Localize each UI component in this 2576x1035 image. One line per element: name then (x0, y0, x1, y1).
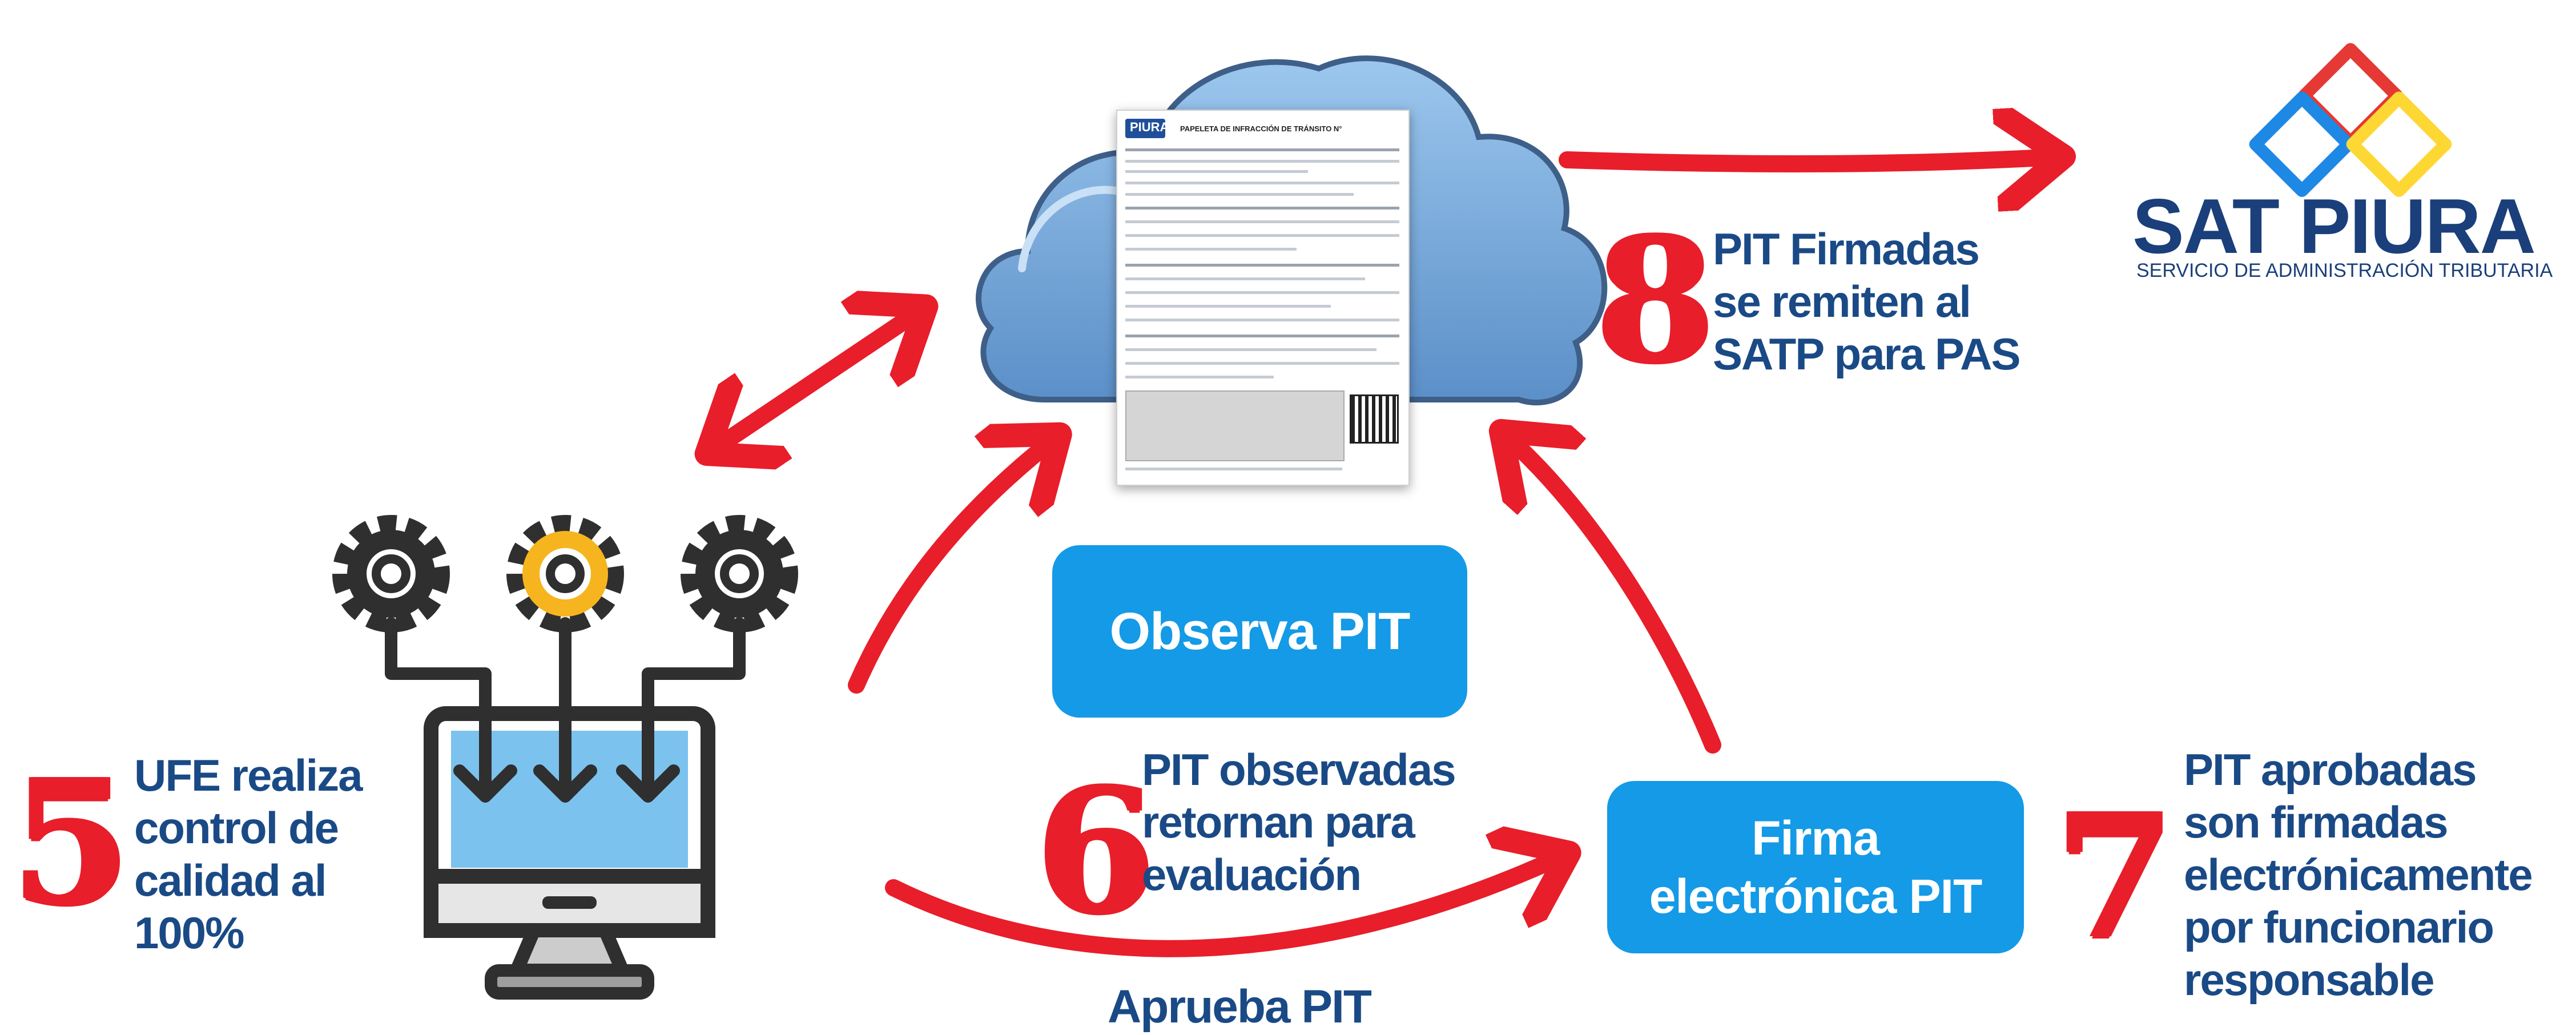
aprueba-pit-label: Aprueba PIT (1108, 981, 1372, 1033)
observa-pit-box: Observa PIT (1052, 545, 1467, 718)
firma-label-line2: electrónica PIT (1649, 869, 1983, 923)
step-number-8: 8 (1596, 199, 1715, 400)
arrow-aprueba (885, 856, 1561, 957)
arrow-firma-to-cloud (1507, 437, 1721, 754)
arrow-observa-to-cloud (848, 440, 1053, 694)
step-8-text: PIT Firmadas se remiten al SATP para PAS (1713, 223, 2021, 380)
document-qr-code (1350, 394, 1399, 444)
gear-connectors (385, 617, 746, 803)
step-6-line: PIT observadas (1142, 744, 1456, 795)
step-7-text: PIT aprobadas son firmadas electrónicame… (2184, 743, 2533, 1006)
arrow-monitor-cloud (728, 311, 919, 440)
observa-pit-label: Observa PIT (1109, 602, 1411, 661)
step-6-line: evaluación (1142, 849, 1362, 900)
step-number-5: 5 (11, 741, 131, 943)
document-title: PAPELETA DE INFRACCIÓN DE TRÁNSITO N° (1180, 124, 1342, 133)
step-5-line: control de (134, 803, 339, 853)
step-7-line: por funcionario (2184, 902, 2494, 952)
step-8-line: PIT Firmadas (1713, 224, 1980, 274)
document-icon: PIURA PAPELETA DE INFRACCIÓN DE TRÁNSITO… (1116, 110, 1410, 486)
step-5-line: UFE realiza (134, 750, 363, 800)
logo-tagline: SERVICIO DE ADMINISTRACIÓN TRIBUTARIA (2136, 260, 2553, 281)
step-8-line: SATP para PAS (1713, 329, 2021, 379)
firma-label-line1: Firma (1752, 811, 1880, 865)
step-number-7: 7 (2055, 775, 2175, 977)
step-6-line: retornan para (1142, 797, 1415, 847)
step-7-line: electrónicamente (2184, 849, 2533, 900)
step-6-text: PIT observadas retornan para evaluación (1142, 743, 1456, 901)
logo-name: SAT PIURA (2132, 183, 2536, 269)
document-logo (1125, 119, 1165, 138)
step-8-line: se remiten al (1713, 276, 1971, 327)
step-5-line: 100% (134, 908, 244, 958)
step-7-line: son firmadas (2184, 797, 2448, 847)
step-7-line: PIT aprobadas (2184, 744, 2477, 795)
step-5-line: calidad al (134, 855, 327, 905)
firma-electronica-box: Firma electrónica PIT (1607, 781, 2024, 953)
flow-arrows (728, 157, 2055, 957)
arrow-to-sat (1559, 157, 2055, 164)
step-7-line: responsable (2184, 955, 2435, 1005)
logo-icon (2249, 43, 2452, 198)
document-brand: PIURA (1130, 120, 1169, 134)
gear-icon (332, 515, 798, 633)
document-signature-area (1125, 390, 1345, 461)
step-number-6: 6 (1036, 750, 1156, 951)
step-5-text: UFE realiza control de calidad al 100% (134, 749, 363, 959)
